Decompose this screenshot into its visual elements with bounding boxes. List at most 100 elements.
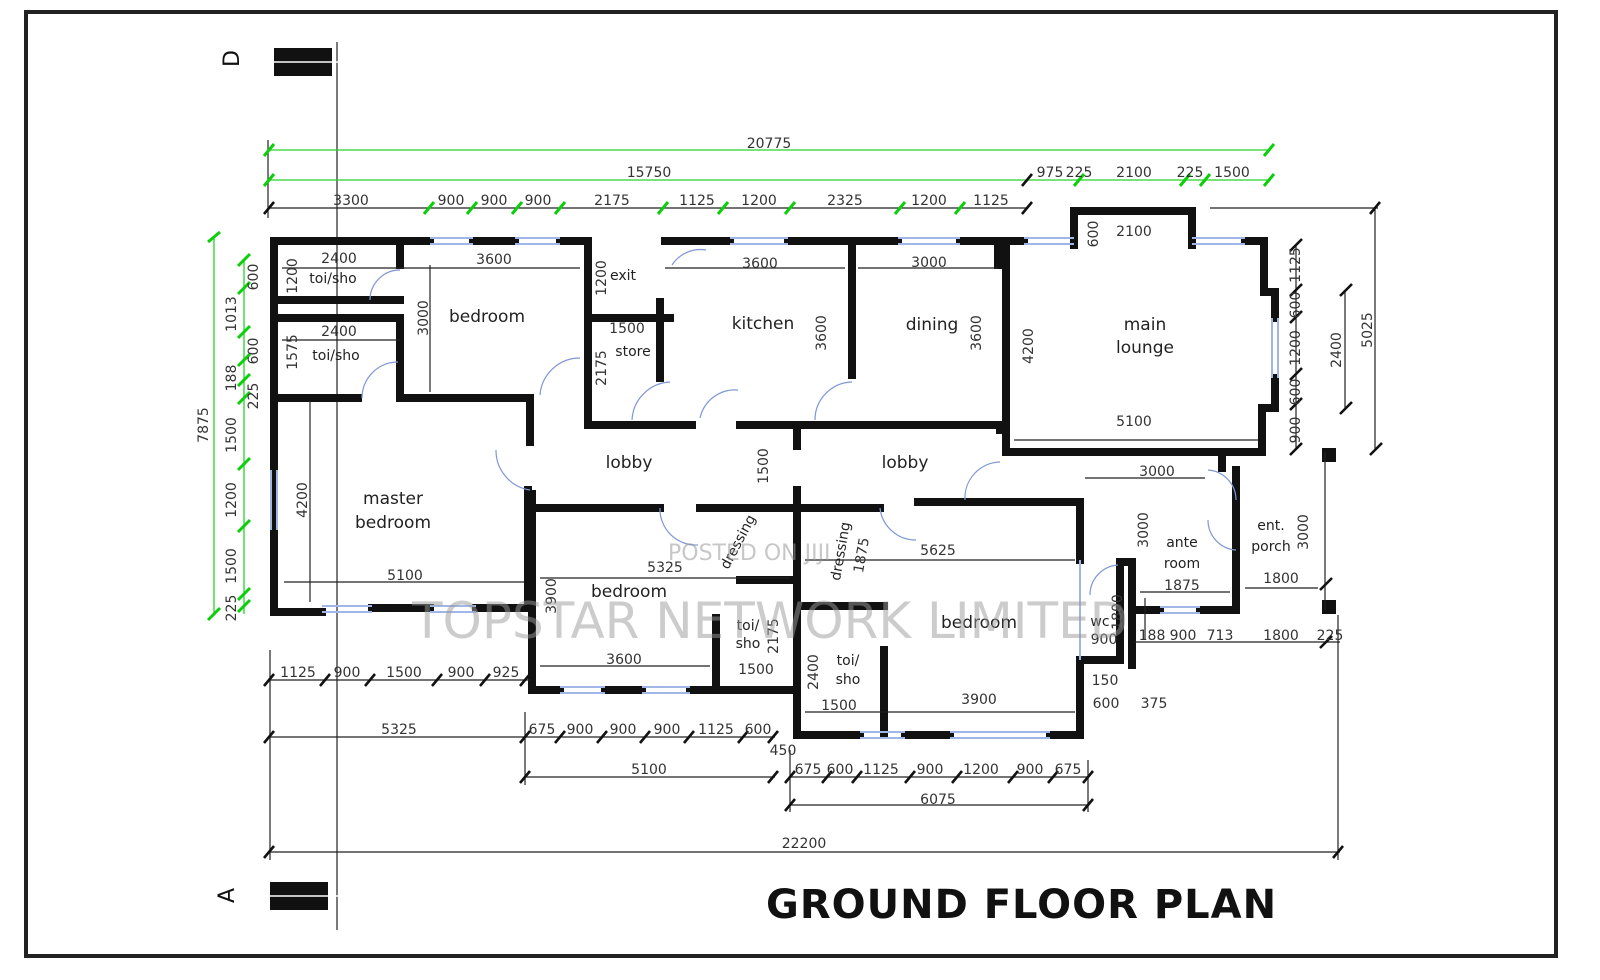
dim-label: 675 [1055,762,1082,778]
dim-label: 900 [438,193,465,209]
dim-label: 600 [1288,292,1304,319]
dim-label: 3000 [911,255,947,271]
dim-label: 1875 [1164,578,1200,594]
dim-label: 925 [493,665,520,681]
dim-label: 900 [334,665,361,681]
dim-label: 3000 [1296,514,1312,550]
dim-label: 5100 [1116,414,1152,430]
dim-label: 22200 [782,836,827,852]
dim-label: 2175 [594,193,630,209]
room-ante-room-line1: ante [1166,535,1198,551]
room-bedroom-3: bedroom [941,613,1017,633]
room-store: store [615,344,650,360]
room-master-bedroom-line1: master [363,489,423,509]
dim-label: 600 [1086,221,1102,248]
dim-label: 3300 [333,193,369,209]
dim-label: 188 [224,365,240,392]
room-toilet-shower-4-line2: sho [836,672,861,688]
dim-label: 1200 [594,260,610,296]
dim-label: 2100 [1116,165,1152,181]
dim-label: 600 [745,722,772,738]
dim-label: 600 [1288,379,1304,406]
axis-label-top: D [220,50,245,67]
dim-label: 1200 [963,762,999,778]
dim-label: 2175 [766,618,782,654]
dim-label: 1800 [1263,628,1299,644]
dim-label: 900 [525,193,552,209]
dim-label: 1125 [973,193,1009,209]
dim-label: 1500 [821,698,857,714]
dim-label: 5100 [631,762,667,778]
watermark-posted: POSTED ON JIJI [668,541,831,566]
dim-label: 1125 [679,193,715,209]
dim-label: 1125 [280,665,316,681]
dim-label: 3000 [416,300,432,336]
dim-label: 1500 [1214,165,1250,181]
dim-label: 1500 [224,548,240,584]
room-toilet-shower-4-line1: toi/ [837,653,860,669]
room-lobby-1: lobby [606,453,653,473]
dim-label: 1800 [1263,571,1299,587]
dim-label: 1125 [698,722,734,738]
dim-label: 3900 [961,692,997,708]
doors [361,248,1237,596]
dim-label: 4200 [1021,328,1037,364]
dim-label: 2400 [321,324,357,340]
dim-label: 1125 [863,762,899,778]
dim-label: 1500 [386,665,422,681]
dim-label: 5100 [387,568,423,584]
dim-label: 900 [917,762,944,778]
room-main-lounge-line2: lounge [1116,338,1174,358]
dim-label: 3600 [606,652,642,668]
dim-label: 600 [1093,696,1120,712]
room-entrance-porch-line1: ent. [1257,518,1284,534]
dim-label: 1200 [911,193,947,209]
dim-label: 1200 [224,482,240,518]
dim-label: 150 [1092,673,1119,689]
dim-label: 1200 [1288,330,1304,366]
dim-label: 225 [1317,628,1344,644]
dim-label: 1200 [285,258,301,294]
dim-label: 3900 [544,578,560,614]
dim-label: 900 [1170,628,1197,644]
dim-label: 900 [1091,632,1118,648]
dim-label: 225 [1177,165,1204,181]
dimension-lines [213,140,1378,860]
dim-label: 1125 [1288,247,1304,283]
dim-label: 713 [1207,628,1234,644]
dim-label: 188 [1139,628,1166,644]
dim-label: 3600 [476,252,512,268]
dim-label: 7875 [196,407,212,443]
axis-marker-bottom [268,882,358,910]
windows [270,237,1279,739]
dim-label: 900 [1017,762,1044,778]
dim-label: 450 [770,743,797,759]
walls [270,207,1336,739]
dim-label: 20775 [747,136,792,152]
room-main-lounge-line1: main [1124,315,1166,335]
dim-label: 900 [1288,417,1304,444]
axis-label-bottom: A [215,888,240,903]
dim-label: 3600 [742,256,778,272]
watermark-company: TOPSTAR NETWORK LIMITED [411,592,1128,650]
room-toilet-shower-3-line1: toi/ [737,618,760,634]
dimension-labels: 20775 15750 975 225 2100 225 1500 3300 9… [196,136,1376,852]
drawing-title: GROUND FLOOR PLAN [766,882,1277,928]
dim-label: 6075 [920,792,956,808]
dim-label: 900 [481,193,508,209]
dim-label: 1200 [741,193,777,209]
dim-label: 2400 [806,654,822,690]
dim-label: 1800 [1110,594,1126,630]
sheet-border [24,10,1558,958]
room-ante-room-line2: room [1164,556,1200,572]
room-kitchen: kitchen [732,314,795,334]
dim-label: 2325 [827,193,863,209]
dim-label: 5325 [381,722,417,738]
room-wc: wc [1090,614,1109,630]
dim-label: 675 [529,722,556,738]
dim-label: 5025 [1360,312,1376,348]
room-entrance-porch-line2: porch [1251,539,1290,555]
dim-label: 3600 [814,315,830,351]
dim-label: 3000 [1139,464,1175,480]
dim-label: 2100 [1116,224,1152,240]
